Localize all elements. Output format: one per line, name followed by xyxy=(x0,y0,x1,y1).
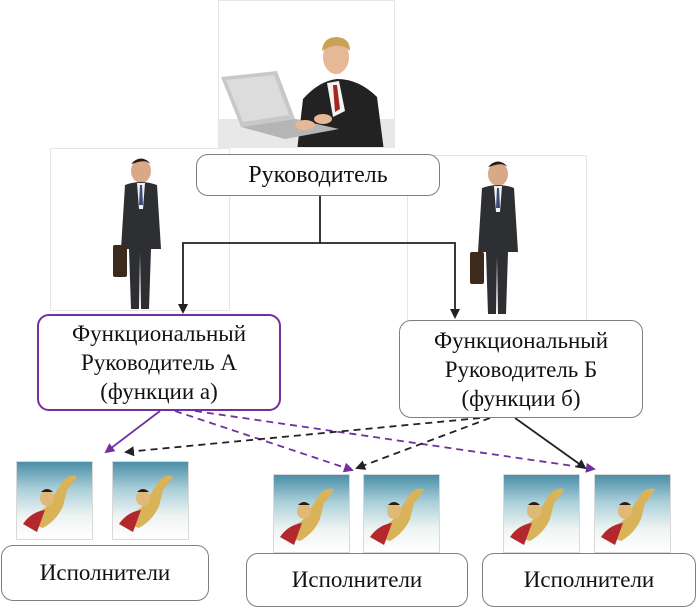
functional-manager-b-line2: Руководитель Б xyxy=(444,356,598,382)
functional-manager-a-line3: (функции а) xyxy=(100,379,218,404)
functional-manager-a-line2: Руководитель А xyxy=(81,350,237,375)
executors-box-1: Исполнители xyxy=(1,545,209,601)
functional-manager-b-box: Функциональный Руководитель Б (функции б… xyxy=(399,320,643,418)
executor-picture-2 xyxy=(112,461,189,540)
top-manager-box: Руководитель xyxy=(196,154,440,196)
executor-picture-1 xyxy=(16,461,93,540)
manager-at-laptop-photo xyxy=(218,0,395,148)
executor-picture-5 xyxy=(503,474,580,553)
executors-label-3: Исполнители xyxy=(523,567,655,592)
functional-manager-b-line3: (функции б) xyxy=(461,385,581,411)
connector-top-to-a xyxy=(178,242,320,314)
connector-a-to-exec1 xyxy=(104,410,161,454)
connector-a-to-exec3 xyxy=(194,410,596,473)
connector-b-to-exec2 xyxy=(355,417,491,470)
top-manager-label: Руководитель xyxy=(248,161,388,188)
functional-manager-b-line1: Функциональный xyxy=(433,327,609,353)
executors-box-2: Исполнители xyxy=(246,553,468,607)
executor-picture-6 xyxy=(594,474,671,553)
connector-b-to-exec3 xyxy=(514,417,587,470)
connector-a-to-exec2 xyxy=(174,410,354,473)
executors-label-2: Исполнители xyxy=(291,567,423,592)
connector-top-to-b xyxy=(320,242,460,319)
executor-picture-3 xyxy=(273,474,350,553)
businessman-right-photo xyxy=(407,155,587,325)
connector-b-to-exec1 xyxy=(124,417,481,457)
executor-picture-4 xyxy=(363,474,440,553)
executors-box-3: Исполнители xyxy=(482,553,696,607)
functional-manager-a-box: Функциональный Руководитель А (функции а… xyxy=(37,314,281,411)
functional-manager-a-line1: Функциональный xyxy=(71,321,247,346)
executors-label-1: Исполнители xyxy=(39,560,171,585)
